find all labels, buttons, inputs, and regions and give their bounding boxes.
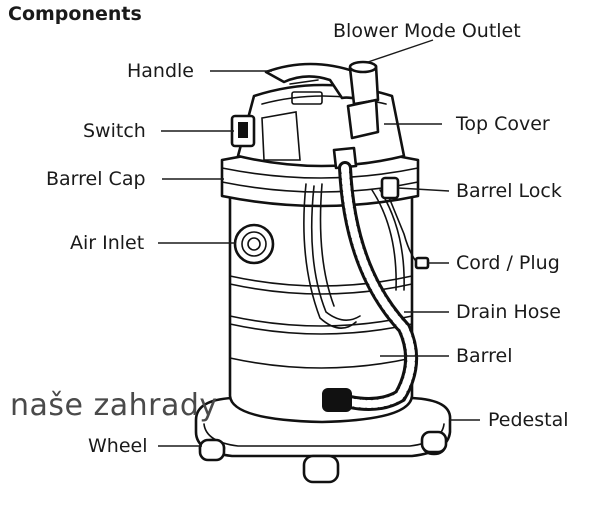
label-blower-mode-outlet: Blower Mode Outlet: [333, 20, 521, 42]
air-inlet-shape: [233, 223, 275, 265]
watermark: naše zahrady: [10, 388, 218, 423]
label-barrel-lock: Barrel Lock: [456, 180, 562, 202]
label-barrel-cap: Barrel Cap: [46, 168, 146, 190]
label-drain-hose: Drain Hose: [456, 301, 561, 323]
barrel-shape: [228, 190, 414, 424]
barrel-lock-shape: [380, 176, 400, 200]
leader-lines: [158, 39, 480, 447]
blower-outlet-shape: [346, 60, 380, 140]
label-air-inlet: Air Inlet: [70, 232, 145, 254]
switch-shape: [230, 111, 301, 161]
label-handle: Handle: [127, 60, 195, 82]
label-switch: Switch: [83, 120, 146, 142]
label-pedestal: Pedestal: [488, 409, 569, 431]
label-wheel: Wheel: [88, 435, 148, 457]
diagram-title: Components: [8, 3, 142, 25]
drain-hose-shape: [322, 146, 419, 412]
wheel-shape: [198, 430, 448, 484]
label-top-cover: Top Cover: [456, 113, 550, 135]
label-cord-plug: Cord / Plug: [456, 252, 560, 274]
label-barrel: Barrel: [456, 345, 513, 367]
